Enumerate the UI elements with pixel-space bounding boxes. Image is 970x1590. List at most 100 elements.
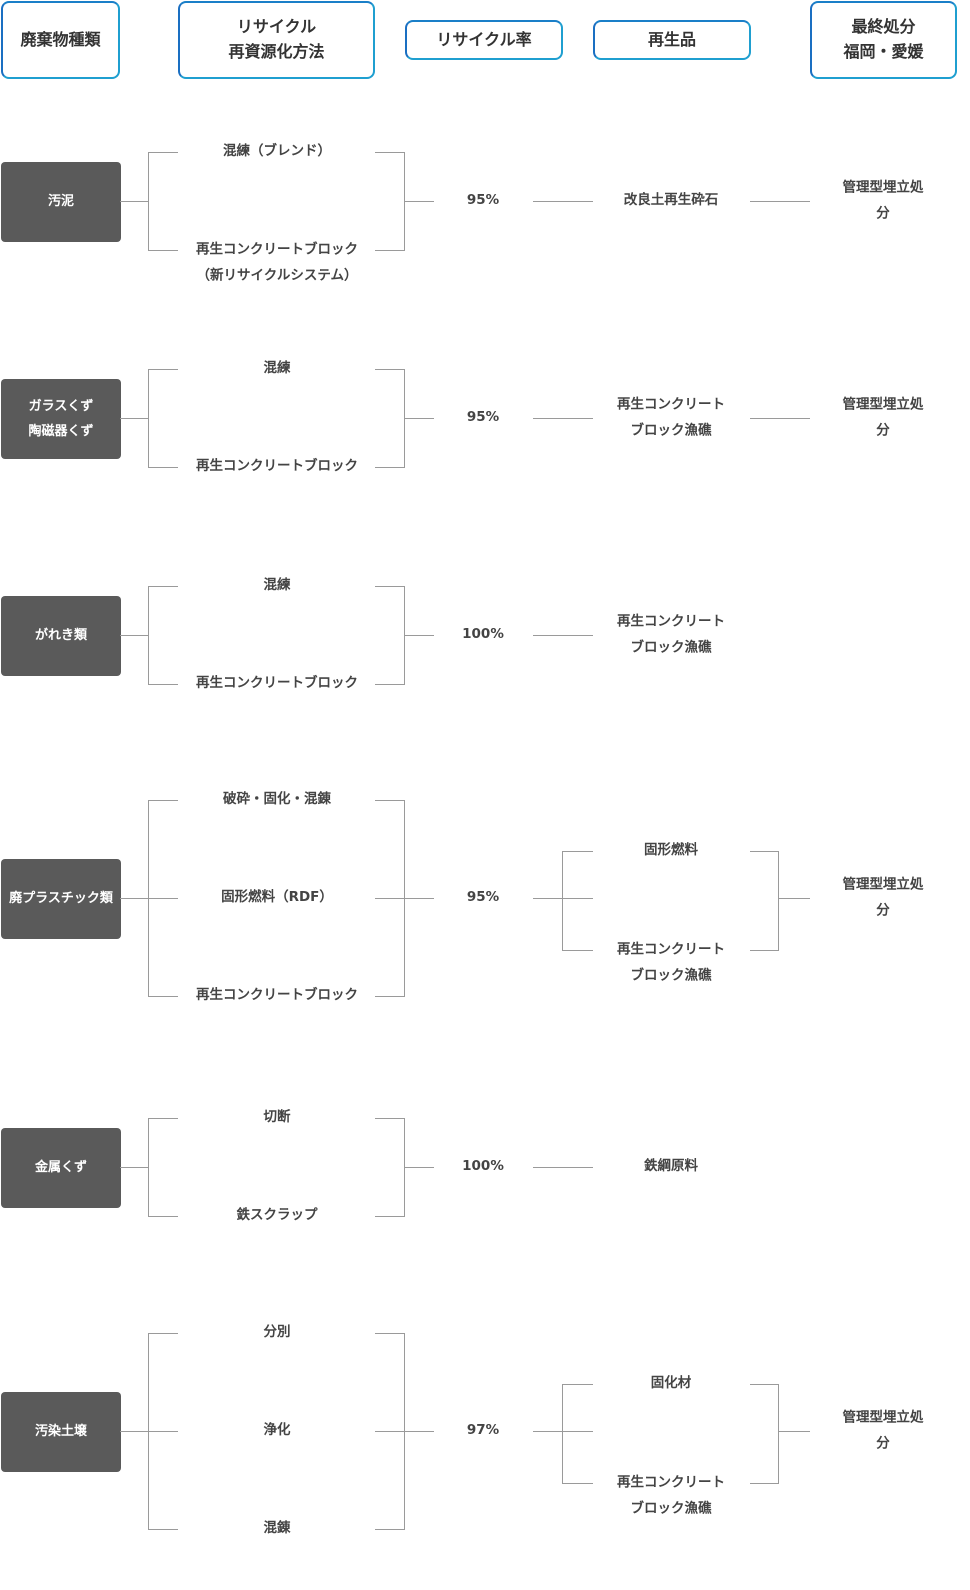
connector-line bbox=[120, 1431, 149, 1432]
connector-line bbox=[120, 1167, 149, 1168]
header-recycled-product: 再生品 bbox=[593, 20, 751, 60]
recycled-product: 再生コンクリート ブロック漁礁 bbox=[617, 613, 725, 655]
connector-line bbox=[148, 898, 178, 899]
connector-line bbox=[148, 152, 178, 153]
connector-line bbox=[750, 851, 779, 852]
connector-line bbox=[404, 1167, 434, 1168]
connector-line bbox=[375, 1216, 405, 1217]
connector-line bbox=[562, 950, 593, 951]
connector-line bbox=[750, 1483, 779, 1484]
connector-line bbox=[375, 467, 405, 468]
connector-line bbox=[375, 1431, 405, 1432]
connector-line bbox=[375, 1333, 405, 1334]
connector-line bbox=[148, 586, 178, 587]
recycle-rate: 97% bbox=[466, 1422, 500, 1439]
recycle-rate: 95% bbox=[466, 409, 500, 426]
connector-line bbox=[778, 1431, 810, 1432]
recycled-product: 再生コンクリート ブロック漁礁 bbox=[617, 941, 725, 983]
method-label: 混錬 bbox=[263, 1520, 291, 1537]
final-disposal: 管理型埋立処分 bbox=[842, 1409, 924, 1451]
method-label: 鉄スクラップ bbox=[236, 1207, 318, 1224]
connector-line bbox=[404, 418, 434, 419]
connector-line bbox=[120, 201, 149, 202]
final-disposal: 管理型埋立処分 bbox=[842, 179, 924, 221]
recycled-product: 改良土再生砕石 bbox=[623, 192, 719, 209]
connector-line bbox=[778, 851, 779, 951]
connector-line bbox=[148, 369, 178, 370]
method-label: 混練 bbox=[263, 360, 291, 377]
recycle-rate: 95% bbox=[466, 889, 500, 906]
connector-line bbox=[375, 1118, 405, 1119]
method-label: 切断 bbox=[263, 1109, 291, 1126]
connector-line bbox=[375, 898, 405, 899]
connector-line bbox=[562, 1384, 593, 1385]
waste-type-box: 金属くず bbox=[1, 1128, 121, 1208]
connector-line bbox=[750, 1384, 779, 1385]
method-label: 再生コンクリートブロック bbox=[196, 987, 358, 1004]
method-label: 再生コンクリートブロック bbox=[196, 675, 358, 692]
recycle-rate: 100% bbox=[462, 626, 504, 643]
connector-line bbox=[533, 1167, 593, 1168]
connector-line bbox=[148, 684, 178, 685]
connector-line bbox=[148, 1118, 149, 1217]
connector-line bbox=[533, 898, 593, 899]
connector-line bbox=[375, 996, 405, 997]
recycled-product: 固形燃料 bbox=[644, 842, 698, 859]
final-disposal: 管理型埋立処分 bbox=[842, 396, 924, 438]
connector-line bbox=[120, 898, 149, 899]
connector-line bbox=[404, 635, 434, 636]
recycle-rate: 100% bbox=[462, 1158, 504, 1175]
connector-line bbox=[562, 851, 563, 951]
connector-line bbox=[148, 1431, 178, 1432]
connector-line bbox=[375, 684, 405, 685]
connector-line bbox=[120, 635, 149, 636]
connector-line bbox=[375, 152, 405, 153]
connector-line bbox=[750, 950, 779, 951]
connector-line bbox=[148, 996, 178, 997]
header-recycle-rate: リサイクル率 bbox=[405, 20, 563, 60]
connector-line bbox=[148, 1118, 178, 1119]
connector-line bbox=[778, 1384, 779, 1484]
connector-line bbox=[404, 1431, 434, 1432]
recycled-product: 固化材 bbox=[650, 1375, 692, 1392]
waste-type-box: がれき類 bbox=[1, 596, 121, 676]
connector-line bbox=[148, 1529, 178, 1530]
connector-line bbox=[148, 1333, 178, 1334]
recycled-product: 再生コンクリート ブロック漁礁 bbox=[617, 1474, 725, 1516]
connector-line bbox=[533, 418, 593, 419]
connector-line bbox=[148, 467, 178, 468]
connector-line bbox=[148, 800, 178, 801]
connector-line bbox=[533, 635, 593, 636]
connector-line bbox=[533, 1431, 593, 1432]
connector-line bbox=[404, 898, 434, 899]
method-label: 分別 bbox=[263, 1324, 291, 1341]
method-label: 固形燃料（RDF） bbox=[221, 889, 333, 906]
connector-line bbox=[148, 369, 149, 468]
waste-type-box: ガラスくず 陶磁器くず bbox=[1, 379, 121, 459]
connector-line bbox=[148, 586, 149, 685]
connector-line bbox=[375, 800, 405, 801]
connector-line bbox=[375, 1529, 405, 1530]
header-final-disposal: 最終処分 福岡・愛媛 bbox=[810, 1, 957, 79]
waste-type-box: 汚染土壌 bbox=[1, 1392, 121, 1472]
recycled-product: 再生コンクリート ブロック漁礁 bbox=[617, 396, 725, 438]
connector-line bbox=[562, 851, 593, 852]
method-label: 浄化 bbox=[263, 1422, 291, 1439]
connector-line bbox=[148, 152, 149, 251]
header-waste-type: 廃棄物種類 bbox=[1, 1, 120, 79]
connector-line bbox=[562, 1384, 563, 1484]
connector-line bbox=[120, 418, 149, 419]
connector-line bbox=[375, 586, 405, 587]
connector-line bbox=[375, 250, 405, 251]
connector-line bbox=[533, 201, 593, 202]
connector-line bbox=[148, 1216, 178, 1217]
waste-type-box: 廃プラスチック類 bbox=[1, 859, 121, 939]
recycled-product: 鉄綱原料 bbox=[644, 1158, 698, 1175]
connector-line bbox=[778, 898, 810, 899]
header-recycle-method: リサイクル 再資源化方法 bbox=[178, 1, 375, 79]
connector-line bbox=[404, 201, 434, 202]
connector-line bbox=[562, 1483, 593, 1484]
connector-line bbox=[750, 418, 810, 419]
method-label: 混練（ブレンド） bbox=[223, 143, 331, 160]
method-label: 再生コンクリートブロック （新リサイクルシステム） bbox=[196, 241, 358, 283]
